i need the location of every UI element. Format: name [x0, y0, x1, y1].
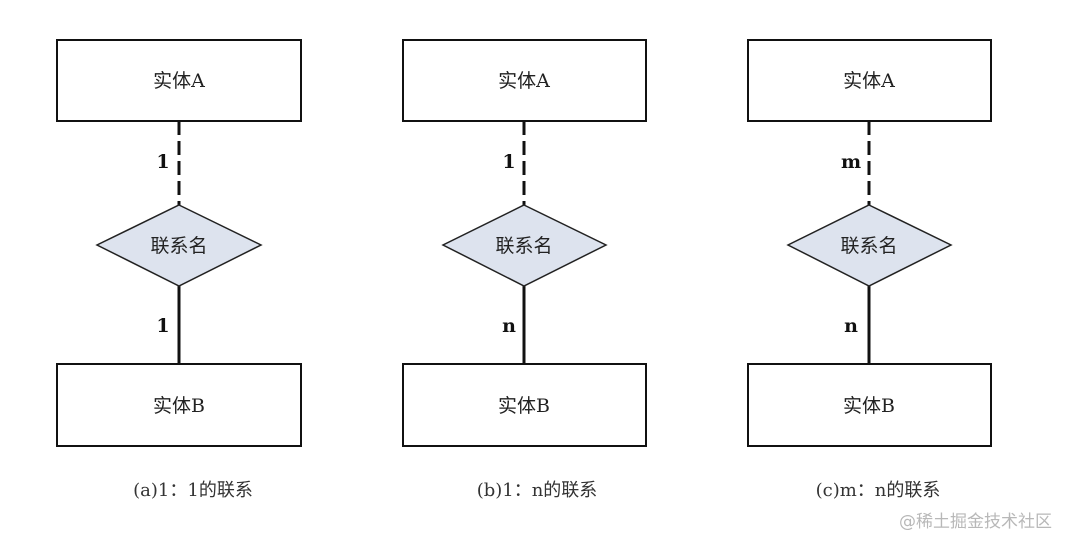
diagram-caption: (b)1：n的联系	[477, 480, 598, 501]
cardinality-top-label: m	[841, 151, 861, 173]
cardinality-bottom-label: n	[502, 315, 516, 337]
relationship-label: 联系名	[495, 235, 552, 257]
entity-a-box	[402, 39, 647, 122]
entity-a-label: 实体A	[843, 70, 895, 92]
relationship-label: 联系名	[840, 235, 897, 257]
entity-b-label: 实体B	[153, 395, 205, 417]
relationship-diamond	[441, 204, 608, 287]
entity-b-box	[402, 363, 647, 447]
watermark-text: @稀土掘金技术社区	[899, 512, 1052, 532]
entity-a-box	[56, 39, 302, 122]
diagram-caption: (a)1：1的联系	[133, 480, 253, 501]
entity-b-box	[747, 363, 992, 447]
diagram-caption: (c)m：n的联系	[816, 480, 941, 501]
entity-b-box	[56, 363, 302, 447]
cardinality-bottom-label: 1	[156, 315, 169, 337]
relationship-diamond	[95, 204, 263, 287]
cardinality-bottom-label: n	[844, 315, 858, 337]
entity-b-label: 实体B	[843, 395, 895, 417]
entity-a-label: 实体A	[498, 70, 550, 92]
relationship-diamond	[786, 204, 953, 287]
entity-a-label: 实体A	[153, 70, 205, 92]
entity-a-box	[747, 39, 992, 122]
er-diagram-many-to-many: 实体A 联系名 实体B m n (c)m：n的联系	[747, 39, 992, 501]
cardinality-top-label: 1	[502, 151, 515, 173]
cardinality-top-label: 1	[156, 151, 169, 173]
er-diagram-one-to-many: 实体A 联系名 实体B 1 n (b)1：n的联系	[402, 39, 647, 501]
entity-b-label: 实体B	[498, 395, 550, 417]
er-diagram-one-to-one: 实体A 联系名 实体B 1 1 (a)1：1的联系	[56, 39, 302, 501]
relationship-label: 联系名	[150, 235, 207, 257]
